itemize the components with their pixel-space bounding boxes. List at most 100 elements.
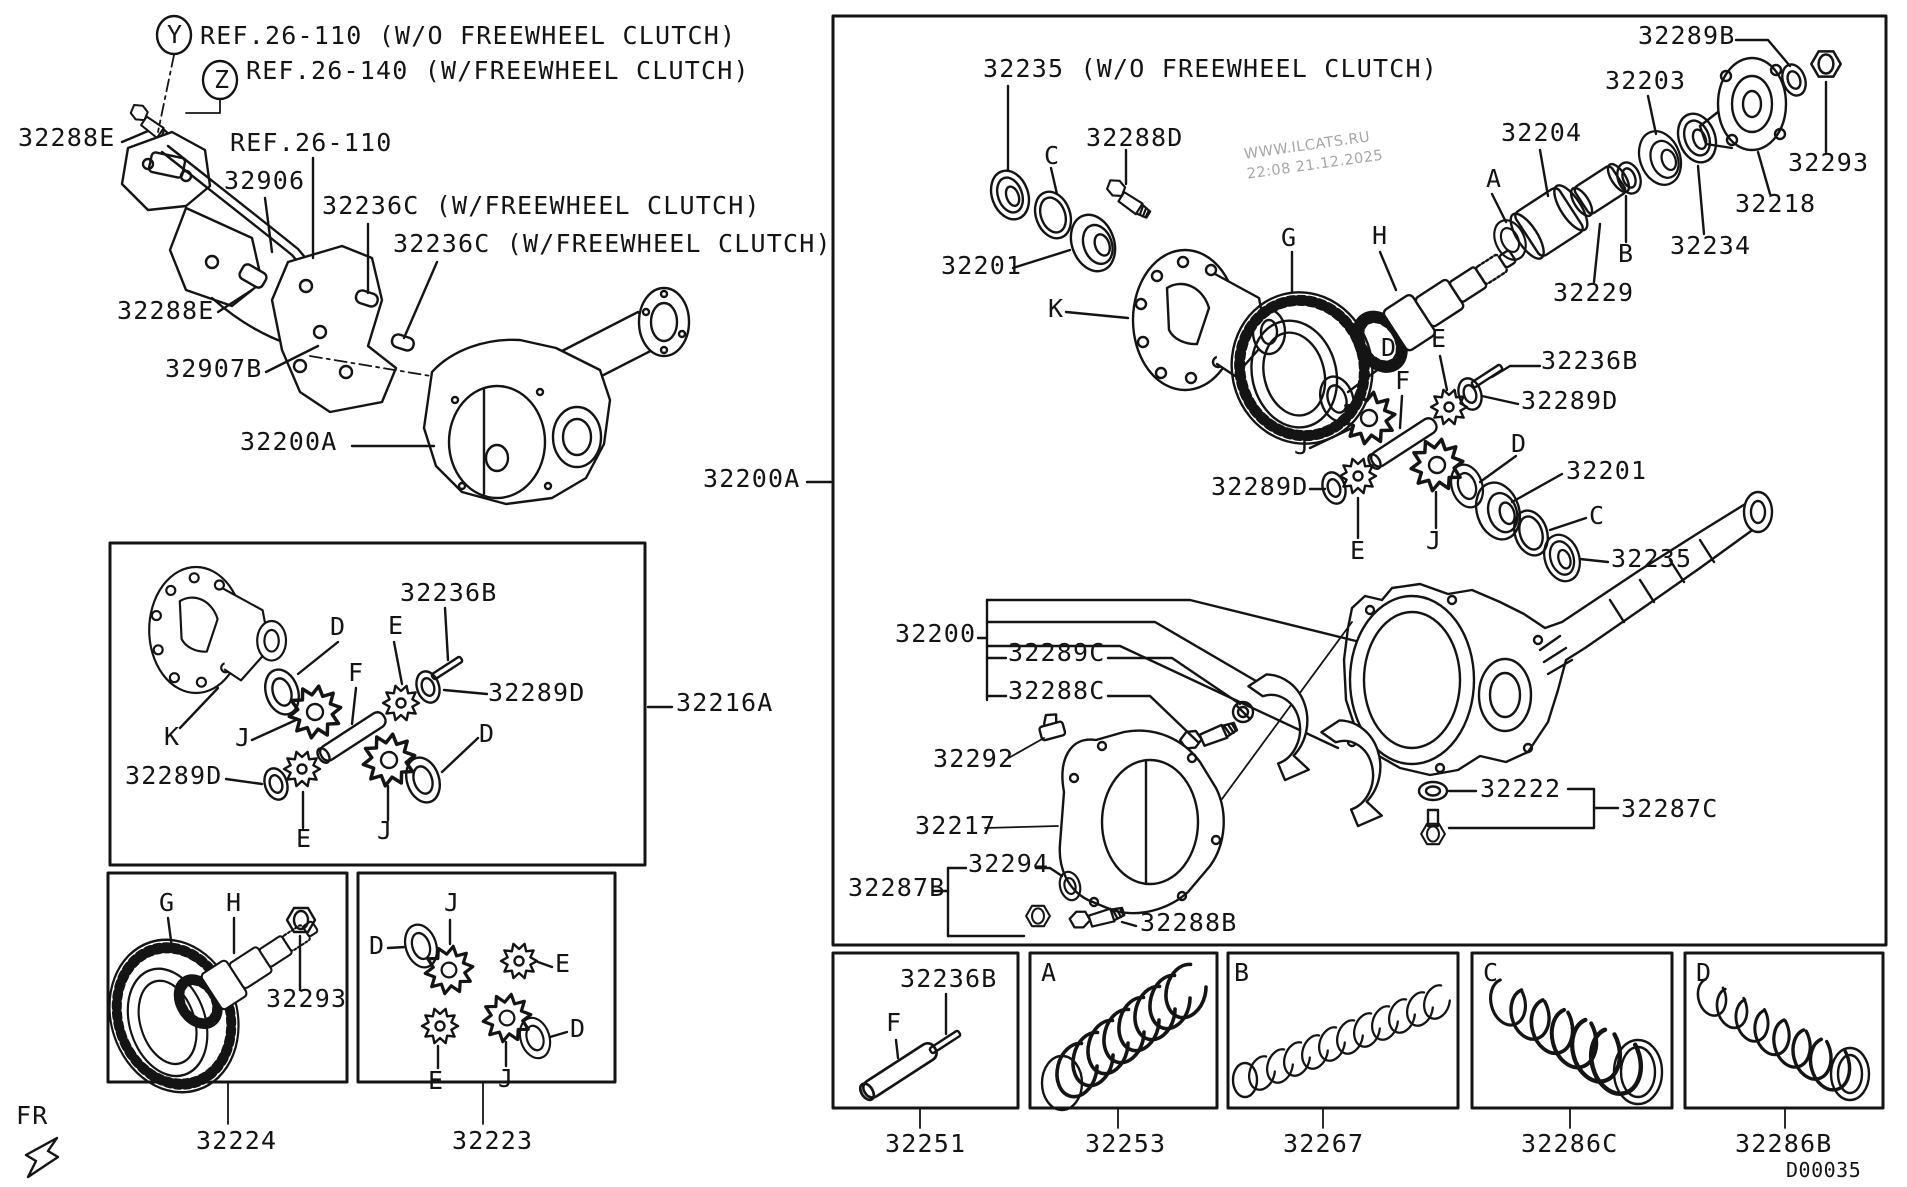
label-32289d-r1: 32289D	[488, 678, 586, 707]
letter-h2: H	[1372, 221, 1389, 250]
letter-d7: D	[1696, 958, 1713, 987]
label-32236c-1: 32236C (W/FREEWHEEL CLUTCH)	[322, 191, 761, 220]
cooling-fins	[1538, 634, 1574, 676]
front-diff-carrier-assembly	[422, 286, 691, 506]
letter-a2: A	[1041, 958, 1058, 987]
bracket-plate-3	[270, 244, 398, 414]
bolt-32288d	[1101, 175, 1157, 222]
stud-nut	[1420, 808, 1446, 846]
ref-circle-y-letter: Y	[167, 20, 184, 49]
side-gear-j-2	[359, 731, 419, 789]
letter-e6: E	[1350, 536, 1367, 565]
carrier-housing	[1185, 490, 1774, 849]
nut-32293	[1810, 50, 1842, 78]
ring-b	[1616, 161, 1642, 195]
diff-case-kit-box-32216a	[108, 541, 647, 867]
label-32289d-l2: 32289D	[1211, 472, 1309, 501]
label-32251: 32251	[885, 1129, 967, 1158]
nut-32293	[285, 906, 317, 934]
breather-pipe	[160, 150, 332, 302]
association-dash	[309, 355, 456, 381]
breather-32292	[1038, 713, 1067, 742]
letter-d2: D	[479, 719, 496, 748]
label-ref-26-110: REF.26-110	[230, 128, 393, 157]
diff-case-kit-drawing	[148, 565, 489, 830]
label-32267: 32267	[1283, 1129, 1365, 1158]
letter-j3: J	[444, 888, 461, 917]
label-32288d: 32288D	[1086, 123, 1184, 152]
pinion-shaft-f	[856, 1038, 941, 1104]
letter-g2: G	[1281, 223, 1298, 252]
shim-box-32253	[1028, 951, 1219, 1110]
oil-seal-32235	[983, 164, 1037, 226]
letter-h1: H	[226, 888, 243, 917]
label-32289d-l1: 32289D	[125, 761, 223, 790]
fr-direction-arrow	[24, 1136, 60, 1179]
label-ticks	[227, 1081, 1786, 1129]
snout-ribs	[1608, 538, 1716, 624]
pinion-gear-e	[501, 944, 537, 978]
main-assembly-box	[831, 14, 1888, 947]
plug-32236c-2	[390, 333, 415, 352]
label-32223: 32223	[452, 1126, 534, 1155]
label-32294: 32294	[968, 849, 1050, 878]
diff-case-k	[148, 565, 288, 695]
letter-j: J	[235, 723, 252, 752]
collar-32204	[1509, 184, 1589, 260]
drive-pinion-h	[165, 902, 330, 1036]
side-gear-j	[1340, 390, 1399, 446]
letter-d: D	[330, 612, 347, 641]
ring-c	[1513, 509, 1549, 557]
shim-box-32286c	[1470, 951, 1674, 1110]
label-32234: 32234	[1670, 231, 1752, 260]
pinion-gear-e	[383, 686, 419, 720]
label-32218: 32218	[1735, 189, 1817, 218]
snout-flange	[1742, 490, 1774, 534]
letter-c3: C	[1483, 958, 1500, 987]
pin-box-32251	[831, 951, 1020, 1110]
letter-f2: F	[1395, 366, 1412, 395]
label-32235-wo: 32235 (W/O FREEWHEEL CLUTCH)	[983, 54, 1439, 83]
pinion-gear-e	[1431, 390, 1467, 424]
label-32292: 32292	[933, 744, 1015, 773]
letter-a1: A	[1486, 164, 1503, 193]
label-32253: 32253	[1085, 1129, 1167, 1158]
bearing-32201	[1467, 475, 1529, 547]
z-leader	[185, 98, 221, 114]
shim-stack-32286b	[1692, 973, 1871, 1102]
drawing-number: D00035	[1786, 1158, 1862, 1182]
letter-d5: D	[1381, 333, 1398, 362]
letter-e5: E	[1431, 324, 1448, 353]
label-32235: 32235	[1611, 544, 1693, 573]
washer-d-2	[1444, 459, 1490, 513]
letter-b2: B	[1234, 958, 1251, 987]
companion-flange-32218	[1698, 56, 1788, 152]
label-32293-2: 32293	[1788, 148, 1870, 177]
shim-box-32286b	[1683, 951, 1885, 1110]
pinion-gear-e-2	[422, 1009, 458, 1043]
letter-e4: E	[428, 1066, 445, 1095]
label-32200a-right: 32200A	[703, 464, 801, 493]
washer-d	[398, 919, 444, 973]
letter-f3: F	[886, 1008, 903, 1037]
letter-j6: J	[1426, 526, 1443, 555]
diff-internal-chain	[1308, 354, 1610, 588]
pinion-gear-e-2	[284, 752, 320, 786]
letter-g1: G	[159, 888, 176, 917]
cover-and-fasteners	[931, 598, 1620, 938]
label-32288b: 32288B	[1140, 908, 1238, 937]
letter-k2: K	[1048, 294, 1065, 323]
bracket-plate-1	[120, 130, 212, 212]
housing-opening	[1348, 594, 1476, 766]
washer-d-2	[513, 1012, 557, 1064]
bearing-32201	[1062, 207, 1124, 279]
label-32236b-2: 32236B	[1541, 346, 1639, 375]
label-32907b: 32907B	[165, 354, 263, 383]
pinion-shaft-set-drawing	[856, 992, 963, 1104]
label-32286c: 32286C	[1521, 1129, 1619, 1158]
letter-e: E	[388, 611, 405, 640]
shim-box-32267	[1226, 951, 1460, 1110]
pinion-and-diff-chain	[983, 38, 1842, 459]
label-ref-26-110-wo: REF.26-110 (W/O FREEWHEEL CLUTCH)	[200, 21, 737, 50]
